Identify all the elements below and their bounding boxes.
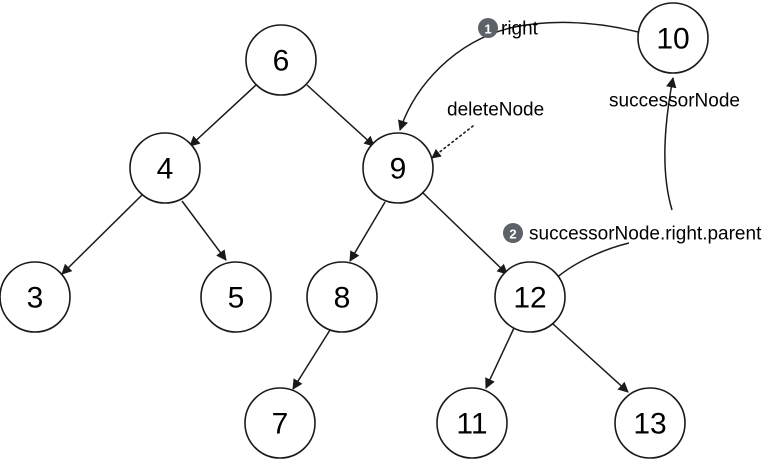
node-3[interactable]: 3 bbox=[0, 261, 71, 333]
node-circle bbox=[614, 387, 686, 459]
annotation-successor-right-parent-curve bbox=[552, 242, 630, 282]
annotation-right: 1 right bbox=[478, 18, 539, 40]
annotation-right-curve bbox=[398, 21, 639, 131]
node-11[interactable]: 11 bbox=[436, 387, 508, 459]
node-4[interactable]: 4 bbox=[129, 132, 201, 204]
node-circle bbox=[200, 261, 272, 333]
node-circle bbox=[129, 132, 201, 204]
edge-8-7 bbox=[292, 329, 331, 390]
node-label: 10 bbox=[656, 23, 689, 56]
annotation-deletenode-label: deleteNode bbox=[447, 100, 544, 121]
tree-nodes: 6 4 9 3 5 8 12 bbox=[0, 2, 709, 459]
annotation-successor-right-parent-label: successorNode.right.parent bbox=[529, 224, 762, 245]
node-circle bbox=[306, 261, 378, 333]
node-circle bbox=[436, 387, 508, 459]
node-label: 9 bbox=[390, 153, 407, 186]
node-label: 3 bbox=[27, 282, 44, 315]
node-label: 6 bbox=[273, 45, 290, 78]
annotation-right-label: right bbox=[501, 19, 539, 40]
edge-9-8 bbox=[349, 201, 386, 262]
edge-6-9 bbox=[306, 84, 375, 147]
edge-4-3 bbox=[61, 194, 143, 275]
badge-1-icon bbox=[478, 18, 498, 38]
badge-2-number: 2 bbox=[509, 227, 516, 242]
annotation-successornode-label: successorNode bbox=[609, 91, 740, 112]
tree-edges bbox=[61, 84, 629, 393]
node-circle bbox=[245, 24, 317, 96]
node-6[interactable]: 6 bbox=[245, 24, 317, 96]
annotation-successor-right-parent: 2 successorNode.right.parent bbox=[503, 223, 762, 245]
edge-4-5 bbox=[181, 200, 227, 261]
node-label: 11 bbox=[456, 408, 487, 441]
edge-6-4 bbox=[189, 84, 257, 147]
node-circle bbox=[494, 261, 566, 333]
badge-2-icon bbox=[503, 223, 523, 243]
node-label: 5 bbox=[228, 282, 245, 315]
annotation-labels: 1 right 2 successorNode.right.parent del… bbox=[447, 18, 762, 245]
node-5[interactable]: 5 bbox=[200, 261, 272, 333]
node-label: 4 bbox=[157, 153, 174, 186]
edge-9-12 bbox=[422, 192, 508, 275]
edge-12-11 bbox=[485, 327, 515, 389]
edge-12-13 bbox=[552, 323, 629, 393]
node-10[interactable]: 10 bbox=[637, 2, 709, 74]
node-8[interactable]: 8 bbox=[306, 261, 378, 333]
node-13[interactable]: 13 bbox=[614, 387, 686, 459]
node-circle bbox=[0, 261, 71, 333]
node-label: 13 bbox=[633, 408, 666, 441]
node-circle bbox=[244, 387, 316, 459]
deletenode-pointer bbox=[431, 125, 474, 159]
node-12[interactable]: 12 bbox=[494, 261, 566, 333]
node-circle bbox=[362, 132, 434, 204]
node-label: 12 bbox=[513, 282, 546, 315]
node-label: 8 bbox=[334, 282, 351, 315]
successornode-pointer bbox=[664, 76, 677, 211]
badge-1-number: 1 bbox=[484, 22, 491, 37]
node-7[interactable]: 7 bbox=[244, 387, 316, 459]
node-label: 7 bbox=[272, 408, 289, 441]
node-9[interactable]: 9 bbox=[362, 132, 434, 204]
node-circle bbox=[637, 2, 709, 74]
